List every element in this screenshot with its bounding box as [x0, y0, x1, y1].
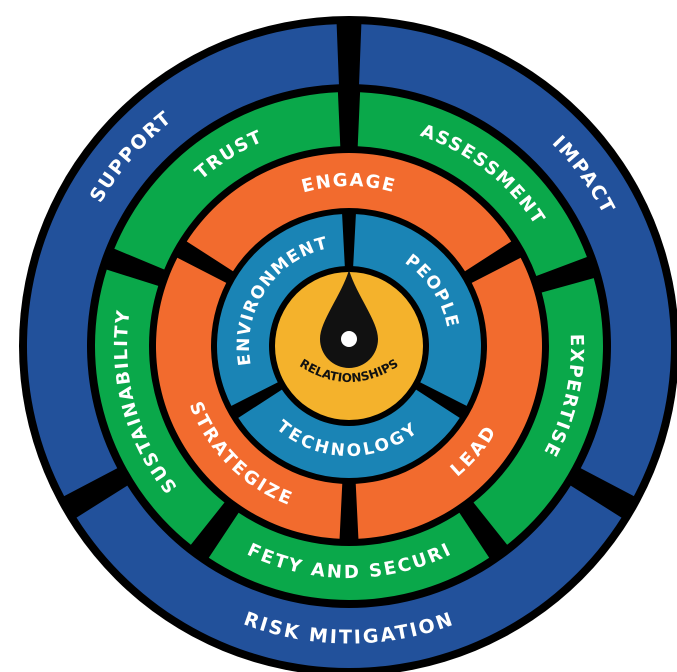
green-ring-segment	[114, 92, 341, 270]
outer-ring-segment	[76, 485, 622, 669]
oil-drop-icon	[320, 270, 378, 368]
orange-ring-segment	[156, 257, 343, 539]
green-ring-segment	[208, 512, 490, 600]
green-ring-segment	[357, 92, 587, 276]
oil-drop-hole	[341, 331, 357, 347]
orange-ring-segment	[355, 257, 542, 539]
teal-ring-segment	[353, 214, 481, 406]
green-ring-segment	[95, 269, 225, 545]
outer-ring-segment	[26, 24, 339, 497]
green-ring-segment	[473, 278, 603, 545]
orange-ring-segment	[186, 153, 512, 272]
teal-ring-segment	[217, 214, 345, 406]
outer-ring-segment	[359, 24, 671, 497]
teal-ring-segment	[238, 389, 460, 478]
